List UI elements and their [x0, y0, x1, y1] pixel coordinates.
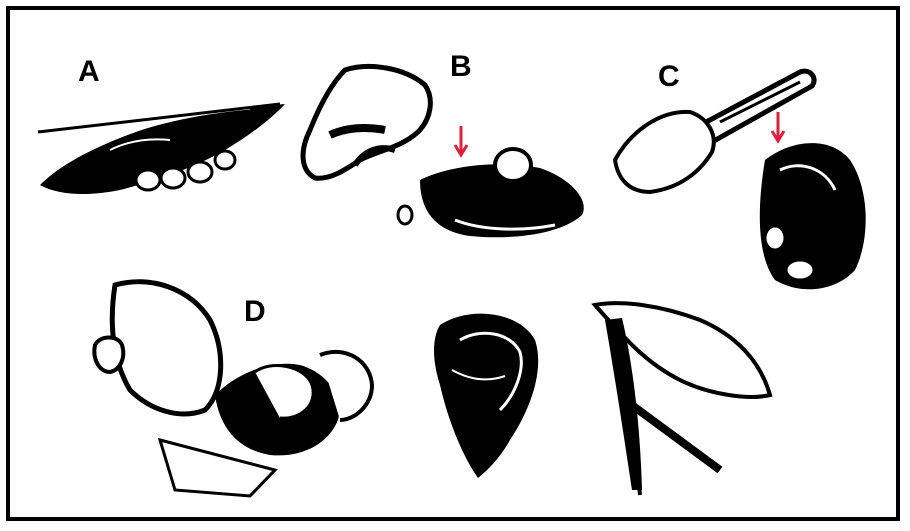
- panel-label-d: D: [244, 297, 266, 327]
- flint-core-in-hand-icon: [38, 104, 285, 194]
- panel-label-a: A: [78, 57, 100, 87]
- percussion-flaking-icon: [303, 66, 584, 237]
- pressure-flaking-icon: [94, 282, 372, 496]
- finished-biface-icon: [434, 314, 538, 478]
- hafted-point-icon: [595, 303, 770, 495]
- panel-label-b: B: [450, 52, 472, 82]
- panel-label-c: C: [658, 62, 680, 92]
- baton-striking-icon: [615, 71, 866, 289]
